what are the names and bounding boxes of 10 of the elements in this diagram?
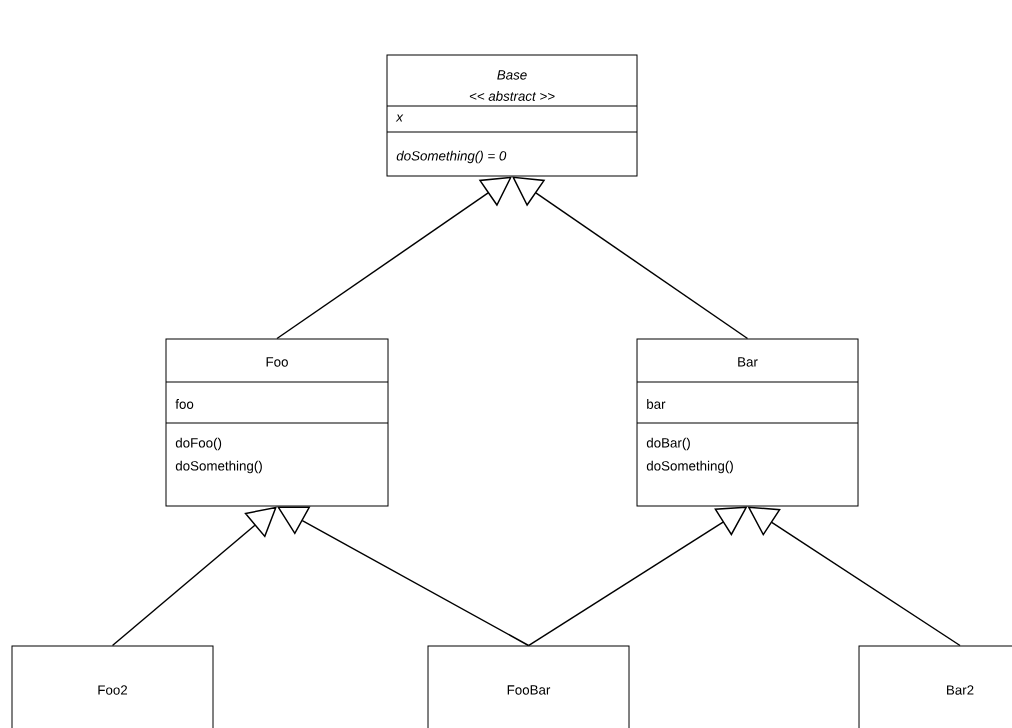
generalization-arrow (512, 176, 749, 340)
class-box: Base << abstract >> x doSomething() = 0 (386, 54, 638, 177)
class-box: Bar bar doBar() doSomething() (636, 338, 859, 507)
generalization-arrow (277, 506, 530, 647)
class-box: Bar2 (858, 645, 1012, 728)
generalization-arrow (276, 176, 512, 340)
generalization-arrow (111, 506, 277, 647)
class-box: Foo2 (11, 645, 214, 728)
class-box: FooBar (427, 645, 630, 728)
class-box: Foo foo doFoo() doSomething() (165, 338, 389, 507)
